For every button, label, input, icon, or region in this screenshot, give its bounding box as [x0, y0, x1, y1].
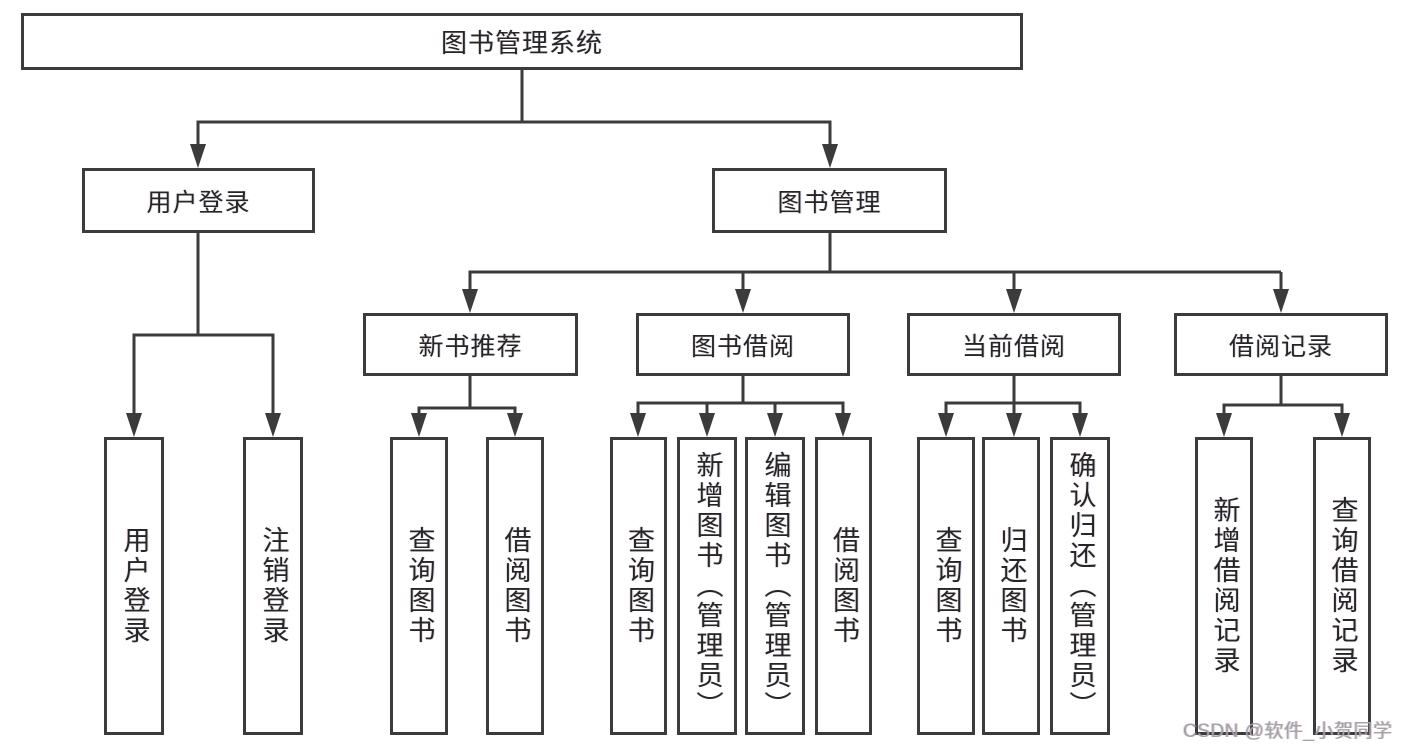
connector-currentborrow-to-leaves	[944, 376, 1082, 416]
node-label: 用户登录	[119, 526, 150, 646]
arrowhead	[1273, 289, 1289, 313]
leaf-confirm-return-admin: 确认归还（管理员）	[1050, 437, 1110, 735]
arrowheads	[126, 144, 1350, 437]
leaf-borrow-books-2: 借阅图书	[815, 437, 872, 735]
leaf-edit-book-admin: 编辑图书（管理员）	[745, 437, 805, 735]
leaf-borrow-books-1: 借阅图书	[486, 437, 544, 735]
connector-root-to-level2	[196, 69, 832, 148]
connector-bookborrow-to-leaves	[636, 376, 845, 416]
arrowhead	[507, 413, 523, 437]
node-label: 借阅记录	[1228, 332, 1333, 361]
arrowhead	[1334, 413, 1350, 437]
node-label: 用户登录	[146, 188, 251, 217]
watermark: CSDN @软件_小贺同学	[1183, 721, 1393, 742]
leaf-query-books-1: 查询图书	[390, 437, 448, 735]
connector-userlogin-to-leaves	[132, 233, 275, 416]
node-label: 图书管理系统	[440, 28, 603, 58]
arrowhead	[1072, 413, 1088, 437]
node-label: 查询图书	[624, 526, 654, 646]
node-label: 借阅图书	[500, 526, 531, 646]
leaf-query-borrow-record: 查询借阅记录	[1313, 437, 1371, 735]
arrowhead	[265, 413, 281, 437]
node-label: 归还图书	[996, 526, 1027, 646]
node-book-borrow: 图书借阅	[636, 313, 850, 376]
connector-newbookrec-to-leaves	[417, 376, 517, 416]
arrowhead	[190, 144, 206, 168]
node-label: 新增图书（管理员）	[692, 451, 723, 721]
connector-bookmgmt-to-level3	[468, 233, 1283, 291]
arrowhead	[767, 413, 783, 437]
leaf-add-book-admin: 新增图书（管理员）	[677, 437, 737, 735]
arrowhead	[835, 413, 851, 437]
arrowhead	[735, 289, 751, 313]
node-new-book-recommend: 新书推荐	[363, 313, 578, 376]
node-label: 查询图书	[931, 526, 962, 646]
leaf-query-books-2: 查询图书	[610, 437, 667, 735]
connector-borrowrecord-to-leaves	[1222, 376, 1344, 416]
node-label: 确认归还（管理员）	[1065, 451, 1096, 721]
node-label: 借阅图书	[829, 526, 859, 646]
arrowhead	[1006, 289, 1022, 313]
node-borrow-records: 借阅记录	[1174, 313, 1388, 376]
node-label: 图书借阅	[690, 332, 795, 361]
arrowhead	[1216, 413, 1232, 437]
arrowhead	[822, 144, 838, 168]
arrowhead	[938, 413, 954, 437]
node-label: 图书管理	[777, 188, 882, 217]
node-label: 当前借阅	[961, 332, 1066, 361]
leaf-logout-login: 注销登录	[243, 437, 303, 735]
node-label: 编辑图书（管理员）	[760, 451, 791, 721]
node-label: 查询图书	[404, 526, 435, 646]
node-user-login: 用户登录	[82, 168, 315, 233]
arrowhead	[126, 413, 142, 437]
arrowhead	[462, 289, 478, 313]
node-book-management: 图书管理	[712, 168, 947, 233]
leaf-add-borrow-record: 新增借阅记录	[1195, 437, 1253, 735]
node-label: 注销登录	[258, 526, 289, 646]
arrowhead	[630, 413, 646, 437]
node-root: 图书管理系统	[21, 13, 1023, 70]
arrowhead	[699, 413, 715, 437]
node-label: 新书推荐	[418, 332, 523, 361]
leaf-query-books-3: 查询图书	[917, 437, 975, 735]
arrowhead	[1006, 413, 1022, 437]
node-current-borrow: 当前借阅	[907, 313, 1121, 376]
leaf-return-books: 归还图书	[982, 437, 1040, 735]
node-label: 查询借阅记录	[1327, 496, 1358, 676]
arrowhead	[411, 413, 427, 437]
node-label: 新增借阅记录	[1209, 496, 1240, 676]
leaf-user-login: 用户登录	[104, 437, 164, 735]
